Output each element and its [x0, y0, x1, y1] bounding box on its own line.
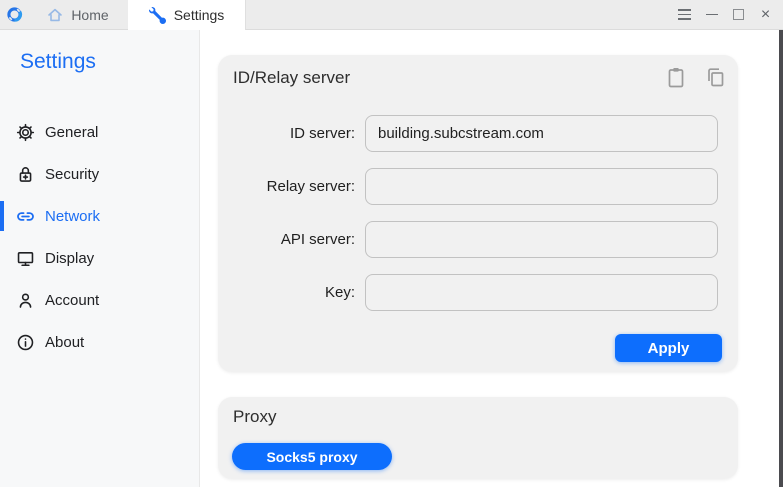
minimize-icon [705, 13, 718, 16]
close-icon: × [760, 5, 771, 23]
card-title: ID/Relay server [233, 68, 351, 87]
id-server-input[interactable] [365, 115, 718, 152]
window-menu-button[interactable] [671, 0, 698, 30]
key-label: Key: [324, 284, 355, 301]
tab-home[interactable]: Home [28, 0, 128, 29]
tab-settings-label: Settings [173, 7, 225, 23]
proxy-card-title: Proxy [233, 407, 277, 426]
paste-icon [668, 67, 684, 87]
socks5-proxy-button[interactable]: Socks5 proxy [232, 443, 392, 470]
id-server-label: ID server: [289, 125, 355, 142]
app-logo [0, 0, 28, 29]
close-button[interactable]: × [752, 0, 779, 30]
copy-button[interactable] [703, 64, 727, 90]
api-server-label: API server: [280, 231, 355, 248]
id-server-row: ID server: [218, 115, 738, 152]
link-icon [17, 211, 34, 221]
sidebar-item-label: General [45, 123, 99, 141]
relay-server-input[interactable] [365, 168, 718, 205]
sidebar-item-about[interactable]: About [0, 321, 199, 363]
minimize-button[interactable] [698, 0, 725, 30]
wrench-icon [148, 6, 166, 24]
apply-button[interactable]: Apply [615, 334, 722, 362]
window-controls: × [671, 0, 779, 29]
rustdesk-logo-icon [6, 7, 22, 22]
proxy-card: Proxy Socks5 proxy [218, 397, 738, 479]
api-server-row: API server: [218, 221, 738, 258]
settings-sidebar: Settings General [0, 30, 200, 487]
sidebar-item-account[interactable]: Account [0, 279, 199, 321]
key-input[interactable] [365, 274, 718, 311]
settings-content: ID/Relay server ID server: [200, 30, 783, 487]
sidebar-item-security[interactable]: Security [0, 153, 199, 195]
sidebar-item-label: About [45, 333, 85, 351]
hamburger-icon [678, 9, 691, 20]
info-icon [17, 334, 34, 350]
page-title: Settings [20, 50, 96, 73]
paste-button[interactable] [664, 64, 688, 90]
key-row: Key: [218, 274, 738, 311]
sidebar-item-label: Security [45, 165, 100, 183]
tab-settings[interactable]: Settings [128, 0, 246, 30]
maximize-button[interactable] [725, 0, 752, 30]
relay-server-label: Relay server: [266, 178, 355, 195]
sidebar-nav: General Security [0, 111, 199, 363]
server-form: ID server: Relay server: API server: Key… [218, 115, 738, 327]
tab-bar: Home Settings × [0, 0, 783, 30]
sidebar-item-network[interactable]: Network [0, 195, 199, 237]
monitor-icon [17, 251, 34, 266]
screen-edge-strip [779, 30, 783, 487]
sidebar-item-display[interactable]: Display [0, 237, 199, 279]
home-icon [48, 8, 63, 21]
sidebar-item-label: Display [45, 249, 95, 267]
id-relay-server-card: ID/Relay server ID server: [218, 55, 738, 372]
sidebar-item-general[interactable]: General [0, 111, 199, 153]
sidebar-item-label: Account [45, 291, 100, 309]
lock-icon [19, 166, 32, 182]
relay-server-row: Relay server: [218, 168, 738, 205]
person-icon [19, 292, 32, 308]
copy-icon [707, 67, 723, 86]
gear-icon [16, 123, 35, 141]
tab-home-label: Home [71, 6, 109, 23]
sidebar-item-label: Network [45, 207, 101, 225]
maximize-icon [733, 9, 744, 20]
app-body: Settings General [0, 30, 783, 487]
api-server-input[interactable] [365, 221, 718, 258]
